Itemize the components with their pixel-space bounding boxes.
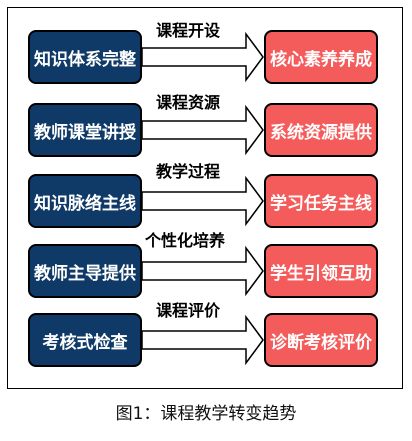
arrow-label-personalized-cultivation: 个性化培养 (144, 231, 227, 250)
right-box-label: 诊断考核评价 (270, 332, 372, 353)
right-box-diagnostic-eval: 诊断考核评价 (264, 313, 378, 367)
arrow-4 (141, 245, 264, 297)
arrow-label-course-resources: 课程资源 (155, 93, 222, 112)
left-box-knowledge-thread: 知识脉络主线 (28, 174, 142, 228)
left-box-label: 知识脉络主线 (34, 193, 136, 214)
left-box-teacher-lecture: 教师课堂讲授 (28, 103, 142, 157)
right-box-core-literacy: 核心素养养成 (264, 30, 378, 84)
left-box-label: 教师课堂讲授 (34, 122, 136, 143)
right-box-label: 系统资源提供 (270, 122, 372, 143)
arrow-label-teaching-process: 教学过程 (155, 162, 222, 181)
arrow-2 (141, 104, 264, 156)
arrow-1 (141, 31, 264, 83)
left-box-teacher-led: 教师主导提供 (28, 244, 142, 298)
left-box-label: 考核式检查 (42, 332, 128, 353)
arrow-3 (141, 175, 264, 227)
left-box-exam-check: 考核式检查 (28, 313, 142, 367)
right-box-student-led: 学生引领互助 (264, 244, 378, 298)
arrow-label-course-evaluation: 课程评价 (155, 301, 222, 320)
figure-caption: 图1：课程教学转变趋势 (115, 404, 297, 424)
arrow-5 (141, 314, 264, 366)
left-box-label: 教师主导提供 (34, 263, 136, 284)
right-box-label: 学习任务主线 (270, 193, 372, 214)
right-box-learning-task: 学习任务主线 (264, 174, 378, 228)
right-box-label: 核心素养养成 (270, 49, 372, 70)
right-box-resource-provision: 系统资源提供 (264, 103, 378, 157)
left-box-knowledge-system: 知识体系完整 (28, 30, 142, 84)
left-box-label: 知识体系完整 (34, 49, 136, 70)
right-box-label: 学生引领互助 (270, 263, 372, 284)
arrow-label-course-offering: 课程开设 (155, 21, 222, 40)
